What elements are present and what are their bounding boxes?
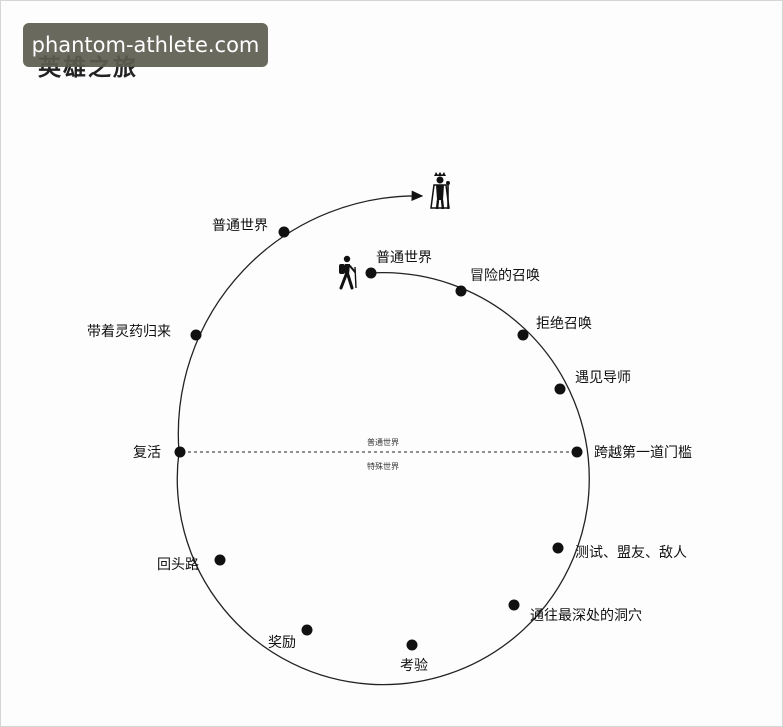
stage-point-inmost-cave — [508, 599, 520, 611]
stage-label-crossing-threshold: 跨越第一道门槛 — [594, 444, 692, 461]
stage-point-crossing-threshold — [571, 446, 583, 458]
journey-path — [176, 190, 590, 686]
stage-label-ordeal: 考验 — [400, 658, 428, 674]
special-world-divider-label: 特殊世界 — [367, 461, 399, 471]
stage-point-call-to-adventure — [455, 285, 467, 297]
stage-label-resurrection: 复活 — [133, 444, 161, 461]
stage-point-ordeal — [406, 639, 418, 651]
stage-label-call-to-adventure: 冒险的召唤 — [470, 267, 540, 284]
stage-point-ordinary-world-return — [278, 226, 290, 238]
stage-point-ordinary-world — [365, 267, 377, 279]
stage-point-reward — [301, 624, 313, 636]
stage-label-ordinary-world: 普通世界 — [376, 250, 432, 266]
stage-label-refusal-of-call: 拒绝召唤 — [536, 315, 592, 332]
hiker-icon — [339, 255, 357, 290]
king-icon — [430, 172, 450, 210]
stage-point-meeting-mentor — [554, 383, 566, 395]
stage-label-reward: 奖励 — [268, 634, 296, 651]
stage-point-refusal-of-call — [517, 329, 529, 341]
watermark-banner: phantom-athlete.com — [23, 23, 268, 67]
stage-point-resurrection — [174, 446, 186, 458]
stage-point-road-back — [214, 554, 226, 566]
stage-label-tests-allies-enemies: 测试、盟友、敌人 — [575, 545, 687, 561]
stage-label-return-with-elixir: 带着灵药归来 — [87, 323, 171, 340]
stage-label-meeting-mentor: 遇见导师 — [575, 370, 631, 386]
ordinary-world-divider-label: 普通世界 — [367, 437, 399, 447]
stage-label-inmost-cave: 通往最深处的洞穴 — [530, 608, 642, 624]
stage-point-tests-allies-enemies — [552, 542, 564, 554]
stage-point-return-with-elixir — [190, 329, 202, 341]
stage-label-ordinary-world-return: 普通世界 — [212, 218, 268, 234]
stage-label-road-back: 回头路 — [157, 557, 199, 573]
